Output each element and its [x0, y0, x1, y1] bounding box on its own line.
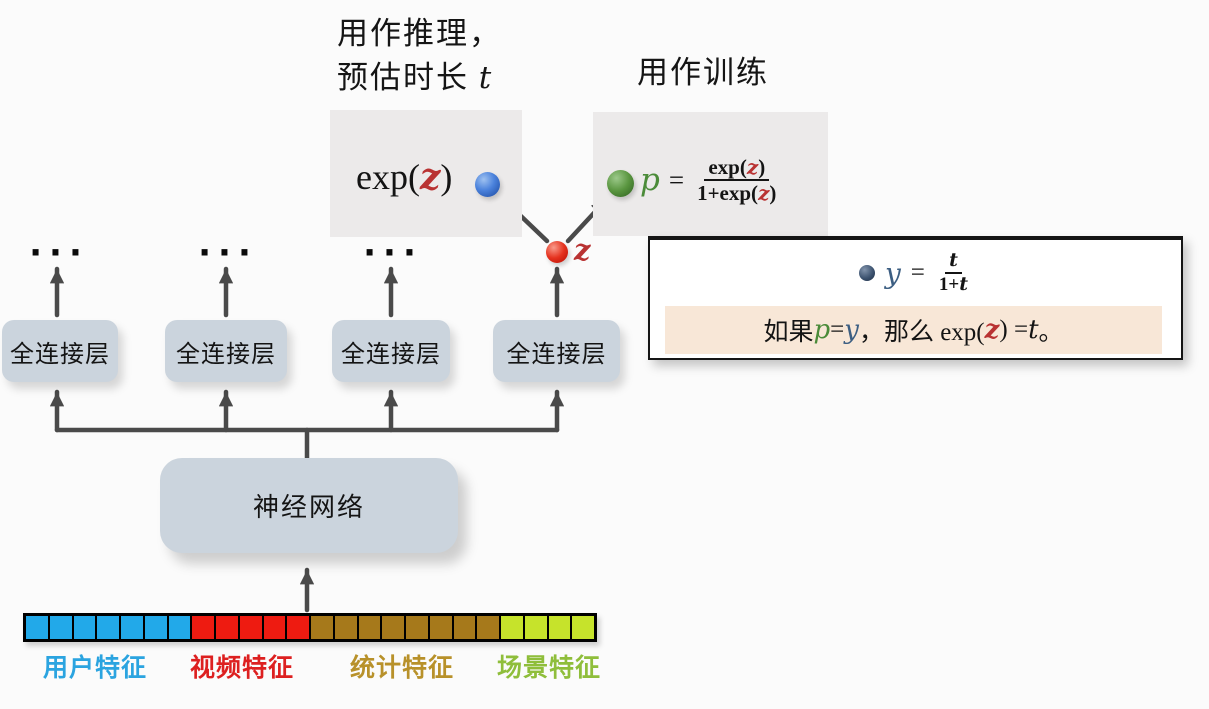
feature-cell	[475, 616, 499, 639]
feature-cell	[237, 616, 262, 639]
y-numerator: t	[945, 249, 962, 274]
feature-cell	[546, 616, 571, 639]
explanation-panel: y = t 1+t 如果 p = y，那么 exp(z) = t。	[648, 236, 1183, 360]
z-node-label: z	[574, 233, 591, 267]
feature-cell	[404, 616, 428, 639]
feature-cell	[261, 616, 286, 639]
blue-node	[475, 172, 500, 197]
feature-cell	[26, 616, 48, 639]
equals-sign: =	[668, 164, 685, 195]
y-fraction: t 1+t	[935, 249, 972, 296]
feature-cell	[499, 616, 523, 639]
feature-label-video: 视频特征	[189, 655, 295, 682]
annotation-inference-line2: 预估时长 t	[337, 60, 494, 97]
var-z: z	[984, 315, 1000, 345]
y-formula: y = t 1+t	[650, 242, 1181, 304]
feature-cell	[309, 616, 333, 639]
p-fraction: exp(z) 1+exp(z)	[693, 155, 780, 205]
feature-label-scene: 场景特征	[496, 655, 602, 682]
var-t: t	[478, 60, 494, 97]
neural-network-box: 神经网络	[160, 458, 458, 553]
feature-vector-cells	[23, 613, 597, 642]
var-z: z	[758, 181, 770, 205]
p-formula: p = exp(z) 1+exp(z)	[640, 145, 780, 215]
feature-label-user: 用户特征	[42, 655, 148, 682]
feature-cell	[142, 616, 167, 639]
p-denominator: 1+exp(z)	[697, 181, 777, 205]
feature-cell	[522, 616, 547, 639]
z-node	[546, 241, 568, 263]
var-p: p	[640, 162, 660, 198]
feature-cell	[71, 616, 96, 639]
fc-layer-box-1: 全连接层	[2, 320, 118, 382]
var-z: z	[419, 156, 441, 198]
annotation-inference: 用作推理， 预估时长 t	[337, 12, 502, 100]
equals-sign: =	[910, 259, 925, 286]
ellipsis-dots: ···	[363, 233, 423, 273]
training-output-box	[593, 112, 828, 236]
var-t: t	[1028, 315, 1039, 345]
fc-layer-box-2: 全连接层	[165, 320, 287, 382]
exp-formula: exp(z)	[356, 156, 453, 198]
ellipsis-dots: ···	[29, 233, 89, 273]
feature-cell	[166, 616, 191, 639]
annotation-training: 用作训练	[637, 55, 769, 90]
feature-cell	[95, 616, 119, 639]
fc-layer-box-3: 全连接层	[332, 320, 450, 382]
feature-cell	[119, 616, 143, 639]
y-denominator: 1+t	[938, 273, 969, 295]
green-node	[607, 170, 634, 197]
annotation-inference-line1: 用作推理，	[337, 16, 502, 51]
feature-label-stats: 统计特征	[349, 655, 455, 682]
feature-cell	[285, 616, 309, 639]
ellipsis-dots: ···	[198, 233, 258, 273]
var-y: y	[884, 256, 901, 290]
feature-cell	[214, 616, 238, 639]
feature-cell	[380, 616, 404, 639]
feature-cell	[451, 616, 476, 639]
var-p: p	[813, 315, 831, 345]
feature-cell	[47, 616, 72, 639]
fc-layer-box-4: 全连接层	[493, 320, 620, 382]
p-numerator: exp(z)	[704, 154, 770, 181]
feature-cell	[332, 616, 357, 639]
conclusion-highlight: 如果 p = y，那么 exp(z) = t。	[665, 306, 1162, 354]
feature-cell	[427, 616, 452, 639]
feature-cell	[190, 616, 214, 639]
navy-bullet-icon	[858, 265, 875, 281]
feature-cell	[356, 616, 381, 639]
feature-cell	[570, 616, 594, 639]
var-z: z	[746, 154, 759, 179]
var-y: y	[844, 315, 859, 345]
